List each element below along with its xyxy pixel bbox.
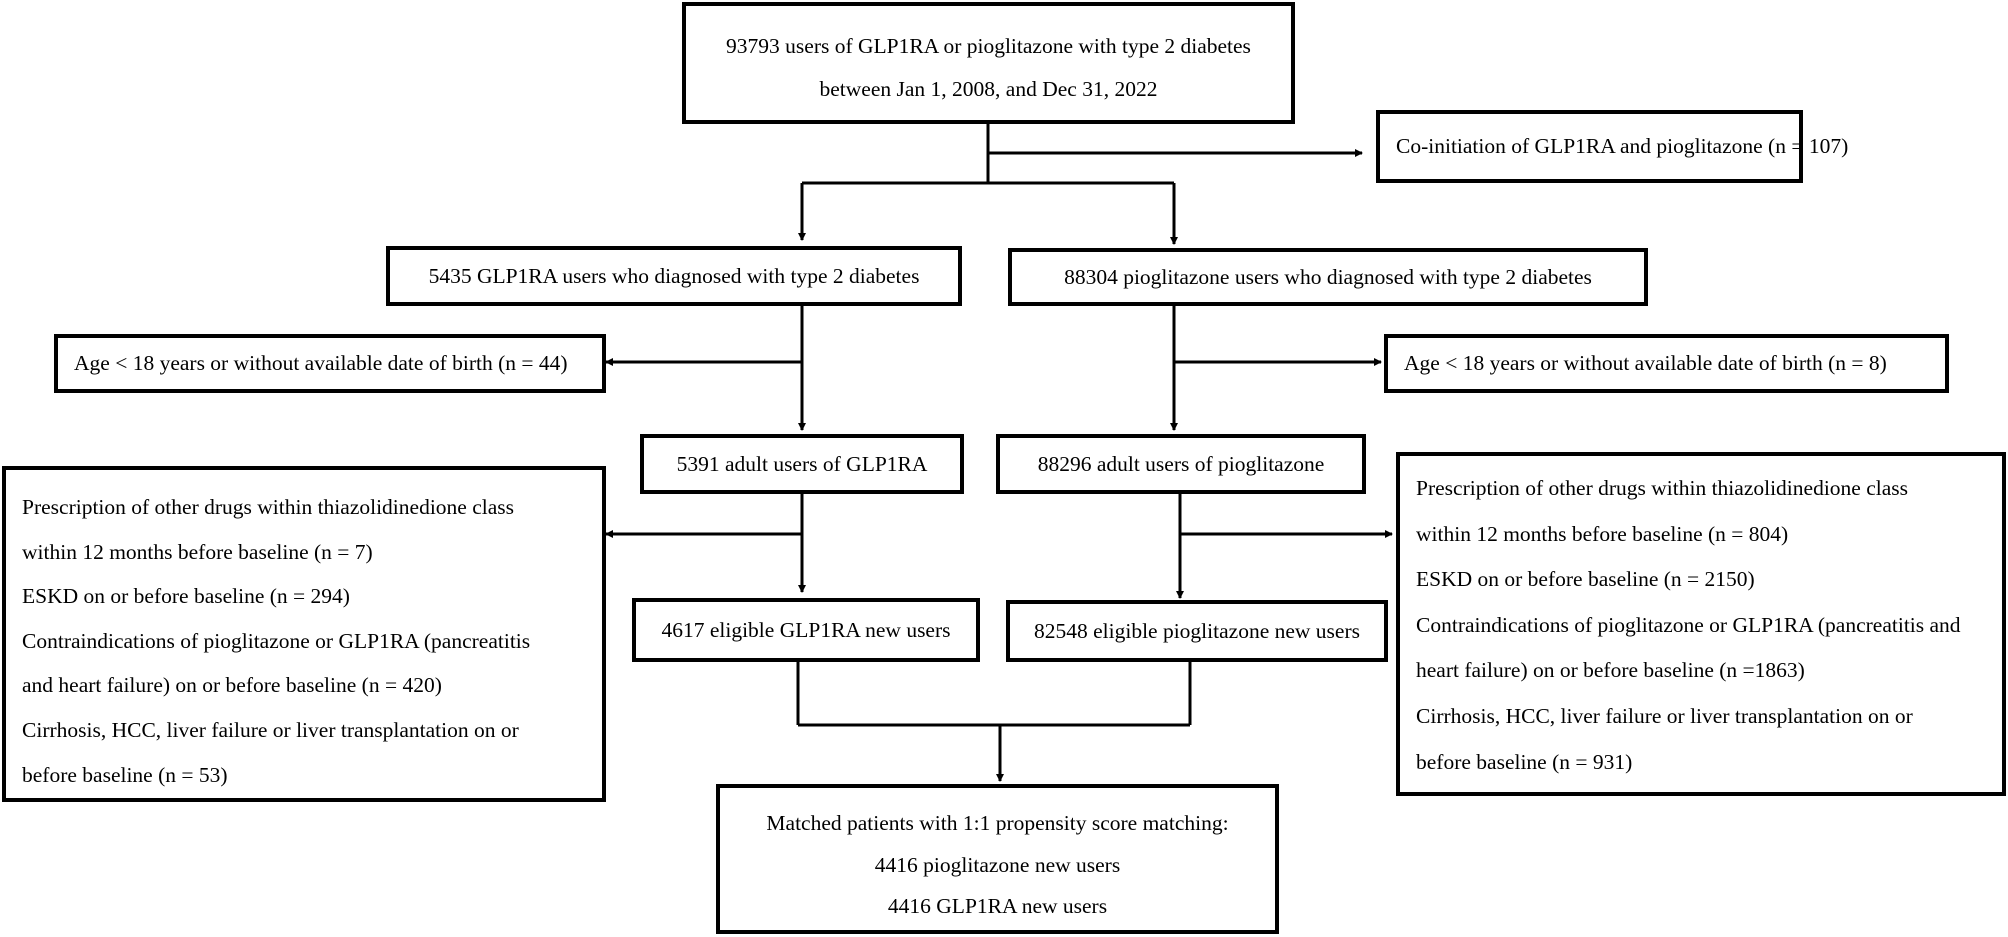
box-text-line: 5435 GLP1RA users who diagnosed with typ…: [428, 264, 920, 288]
box-text-line: 93793 users of GLP1RA or pioglitazone wi…: [726, 34, 1251, 58]
box-text-line: before baseline (n = 931): [1416, 749, 1633, 774]
box-glp1ra-age-excluded: Age < 18 years or without available date…: [54, 334, 606, 393]
box-text-line: and heart failure) on or before baseline…: [22, 673, 442, 698]
box-text-line: within 12 months before baseline (n = 7): [22, 539, 373, 564]
box-text-line: Prescription of other drugs within thiaz…: [22, 495, 515, 519]
box-text-line: before baseline (n = 53): [22, 762, 228, 787]
box-text-line: ESKD on or before baseline (n = 2150): [1416, 567, 1755, 592]
box-glp1ra-exclusions: Prescription of other drugs within thiaz…: [2, 466, 606, 802]
box-glp1ra-diagnosed: 5435 GLP1RA users who diagnosed with typ…: [386, 246, 962, 306]
box-text-line: heart failure) on or before baseline (n …: [1416, 658, 1805, 683]
box-text-line: 4416 GLP1RA new users: [887, 894, 1108, 919]
box-pioglitazone-eligible: 82548 eligible pioglitazone new users: [1006, 600, 1388, 662]
box-text-line: Matched patients with 1:1 propensity sco…: [766, 811, 1229, 835]
box-text-line: within 12 months before baseline (n = 80…: [1416, 521, 1789, 546]
box-text-line: Co-initiation of GLP1RA and pioglitazone…: [1396, 134, 1849, 158]
box-text-line: 88304 pioglitazone users who diagnosed w…: [1064, 265, 1592, 289]
box-pioglitazone-age-excluded: Age < 18 years or without available date…: [1384, 334, 1949, 393]
box-text-line: 82548 eligible pioglitazone new users: [1033, 619, 1360, 643]
box-text-line: 4617 eligible GLP1RA new users: [661, 618, 951, 642]
box-matched-patients: Matched patients with 1:1 propensity sco…: [716, 784, 1279, 934]
box-total-users: 93793 users of GLP1RA or pioglitazone wi…: [682, 2, 1295, 124]
box-text-line: Cirrhosis, HCC, liver failure or liver t…: [1416, 703, 1913, 728]
box-glp1ra-eligible: 4617 eligible GLP1RA new users: [632, 598, 980, 662]
box-coinitiation-excluded: Co-initiation of GLP1RA and pioglitazone…: [1376, 110, 1849, 183]
box-text-line: 4416 pioglitazone new users: [874, 852, 1121, 877]
box-text-line: Contraindications of pioglitazone or GLP…: [22, 628, 531, 653]
box-pioglitazone-exclusions: Prescription of other drugs within thiaz…: [1396, 452, 2006, 796]
box-text-line: between Jan 1, 2008, and Dec 31, 2022: [819, 77, 1158, 101]
box-text-line: Prescription of other drugs within thiaz…: [1416, 476, 1909, 500]
box-text-line: Cirrhosis, HCC, liver failure or liver t…: [22, 717, 519, 742]
box-pioglitazone-diagnosed: 88304 pioglitazone users who diagnosed w…: [1008, 248, 1648, 306]
box-glp1ra-adult-users: 5391 adult users of GLP1RA: [640, 434, 964, 494]
box-text-line: Age < 18 years or without available date…: [1404, 351, 1887, 375]
box-text-line: 5391 adult users of GLP1RA: [676, 452, 928, 476]
box-text-line: 88296 adult users of pioglitazone: [1037, 452, 1325, 476]
box-pioglitazone-adult-users: 88296 adult users of pioglitazone: [996, 434, 1366, 494]
box-text-line: Contraindications of pioglitazone or GLP…: [1416, 612, 1961, 637]
box-text-line: Age < 18 years or without available date…: [74, 351, 568, 375]
box-text-line: ESKD on or before baseline (n = 294): [22, 584, 350, 609]
